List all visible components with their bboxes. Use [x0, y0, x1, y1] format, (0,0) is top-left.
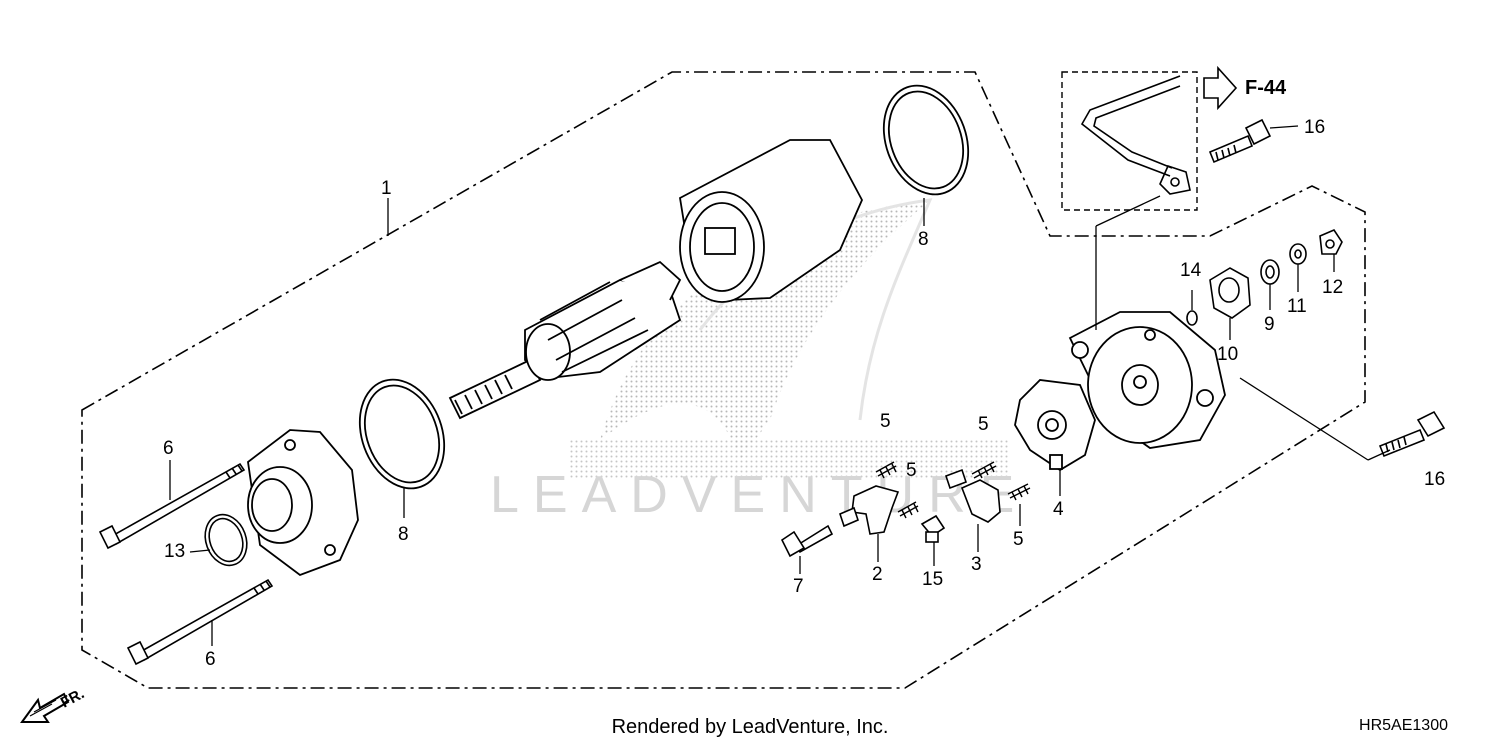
assembly-boundary [81, 71, 1366, 689]
leader-lines [169, 125, 1391, 646]
watermark-text: LEADVENTURE [490, 466, 1028, 524]
callout-8a: 8 [918, 229, 929, 250]
armature [448, 260, 682, 420]
callout-3: 3 [971, 554, 982, 575]
callout-5a: 5 [880, 411, 891, 432]
callout-16a: 16 [1304, 117, 1325, 138]
reference-arrow-icon [1203, 65, 1238, 111]
callout-7: 7 [793, 576, 804, 597]
callout-6a: 6 [163, 438, 174, 459]
springs-5 [875, 461, 1031, 519]
honda-wing-watermark [570, 198, 1010, 480]
callout-11: 11 [1287, 296, 1307, 317]
callout-5d: 5 [1013, 529, 1024, 550]
diagram-code: HR5AE1300 [1359, 717, 1448, 734]
terminal-hardware [1186, 229, 1343, 326]
callout-1: 1 [381, 178, 392, 199]
callout-5b: 5 [906, 460, 917, 481]
o-ring-8-upper [882, 84, 970, 196]
long-bolt-6-lower [126, 578, 274, 666]
long-bolt-6-upper [98, 462, 246, 550]
cable-detail-box [1061, 71, 1198, 211]
footer-credit: Rendered by LeadVenture, Inc. [611, 716, 889, 738]
callout-14: 14 [1180, 260, 1202, 281]
front-indicator-label: FR. [58, 685, 87, 711]
callout-10: 10 [1217, 344, 1238, 365]
bolt-16-lower [1378, 410, 1446, 458]
callout-5c: 5 [978, 414, 989, 435]
callout-16b: 16 [1424, 469, 1445, 490]
callout-15: 15 [922, 569, 943, 590]
front-direction-arrow-icon [20, 692, 70, 723]
starter-cable [1080, 75, 1191, 195]
callout-9: 9 [1264, 314, 1275, 335]
o-ring-8-lower [358, 378, 446, 490]
callout-4: 4 [1053, 499, 1064, 520]
callout-13: 13 [164, 541, 185, 562]
brush-set-3 [944, 468, 1001, 523]
callout-12: 12 [1322, 277, 1343, 298]
front-cover [247, 429, 359, 577]
screw-15 [920, 514, 946, 543]
callout-6b: 6 [205, 649, 216, 670]
brush-holder [1014, 379, 1096, 472]
motor-case [679, 139, 863, 303]
rear-cover [1068, 311, 1226, 449]
callout-2: 2 [872, 564, 883, 585]
reference-page-label: F-44 [1245, 77, 1287, 99]
o-ring-13 [204, 513, 248, 567]
screw-7 [780, 524, 834, 558]
brush-set-2 [839, 485, 900, 535]
bolt-16-upper [1208, 118, 1272, 164]
callout-8b: 8 [398, 524, 409, 545]
